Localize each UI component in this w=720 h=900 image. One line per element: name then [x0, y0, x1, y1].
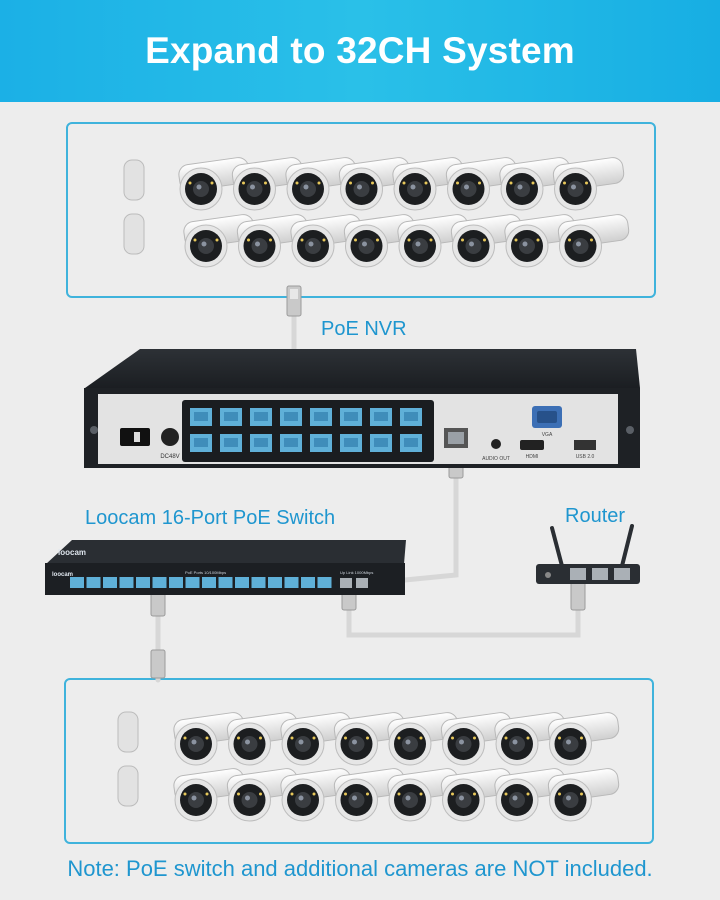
bullet-camera — [290, 214, 362, 268]
switch-port — [185, 577, 200, 588]
audio-jack — [491, 439, 501, 449]
page-title: Expand to 32CH System — [145, 30, 575, 71]
cable-plug — [570, 581, 586, 611]
bullet-camera — [333, 712, 406, 766]
camera-row — [117, 157, 625, 807]
nvr-device: DC48V AUDIO OUT HDMI VGA USB 2.0 — [84, 349, 640, 468]
switch-port — [86, 577, 101, 588]
cable-plug — [150, 649, 166, 679]
switch-port — [152, 577, 167, 588]
bullet-camera — [231, 157, 304, 211]
bullet-camera — [280, 712, 352, 766]
wall-mount — [117, 711, 139, 753]
switch-port — [268, 577, 282, 588]
power-jack — [161, 428, 179, 446]
camera-row — [173, 768, 620, 822]
bullet-camera — [178, 157, 250, 211]
cable-plug — [286, 285, 302, 317]
vga-label: VGA — [542, 432, 553, 438]
bullet-camera — [450, 214, 523, 268]
switch-uplink-text: Up Link 1000Mbps — [340, 570, 373, 575]
wall-mount — [123, 213, 145, 255]
wall-mount — [123, 159, 145, 201]
switch-brand-front: loocam — [52, 572, 73, 578]
switch-port — [70, 577, 84, 588]
top-camera-group — [66, 122, 656, 298]
bullet-camera — [226, 712, 299, 766]
switch-port — [202, 577, 216, 588]
poe-port-block — [182, 400, 434, 462]
usb-port — [574, 440, 596, 450]
bullet-camera — [440, 768, 513, 822]
bullet-camera — [183, 214, 255, 268]
switch-port — [284, 577, 299, 588]
bullet-camera — [547, 712, 620, 766]
hdmi-port — [520, 440, 544, 450]
switch-port — [169, 577, 183, 588]
bullet-camera — [552, 157, 625, 211]
bullet-camera — [445, 157, 518, 211]
switch-port — [136, 577, 150, 588]
bullet-camera — [280, 768, 352, 822]
bullet-camera — [226, 768, 299, 822]
bullet-camera — [343, 214, 416, 268]
router-label: Router — [565, 505, 626, 527]
nvr-label: PoE NVR — [321, 318, 407, 340]
switch-brand-top: loocam — [58, 548, 86, 557]
bullet-camera — [494, 712, 566, 766]
hdmi-label: HDMI — [526, 454, 539, 460]
bullet-camera — [397, 214, 469, 268]
bullet-camera — [173, 712, 245, 766]
bullet-camera — [494, 768, 566, 822]
camera-row — [173, 712, 620, 766]
bullet-camera — [499, 157, 571, 211]
switch-port — [103, 577, 117, 588]
audio-label: AUDIO OUT — [482, 456, 510, 462]
switch-port — [251, 577, 266, 588]
header-banner: Expand to 32CH System — [0, 0, 720, 102]
switch-label: Loocam 16-Port PoE Switch — [85, 507, 336, 529]
bullet-camera — [504, 214, 576, 268]
switch-port — [119, 577, 134, 588]
camera-row — [183, 214, 630, 268]
bullet-camera — [338, 157, 411, 211]
bullet-camera — [173, 768, 245, 822]
switch-port — [218, 577, 233, 588]
switch-port — [317, 577, 332, 588]
disclaimer-note: Note: PoE switch and additional cameras … — [67, 856, 653, 881]
wall-mount — [117, 765, 139, 807]
switch-port — [301, 577, 315, 588]
uplink-port — [356, 578, 368, 588]
bullet-camera — [333, 768, 406, 822]
router-device — [536, 524, 640, 584]
bullet-camera — [236, 214, 309, 268]
bottom-camera-group — [64, 678, 654, 844]
switch-model-text: PoE Ports 10/100Mbps — [185, 570, 226, 575]
usb-label: USB 2.0 — [576, 454, 595, 460]
bullet-camera — [557, 214, 630, 268]
bullet-camera — [387, 768, 459, 822]
bullet-camera — [285, 157, 357, 211]
rj45-plugs — [150, 285, 586, 679]
bullet-camera — [440, 712, 513, 766]
bullet-camera — [547, 768, 620, 822]
poe-switch: loocam loocam PoE Ports 10/100Mbps Up Li… — [45, 540, 406, 595]
uplink-port — [340, 578, 352, 588]
power-label: DC48V — [160, 454, 179, 460]
switch-port — [235, 577, 249, 588]
